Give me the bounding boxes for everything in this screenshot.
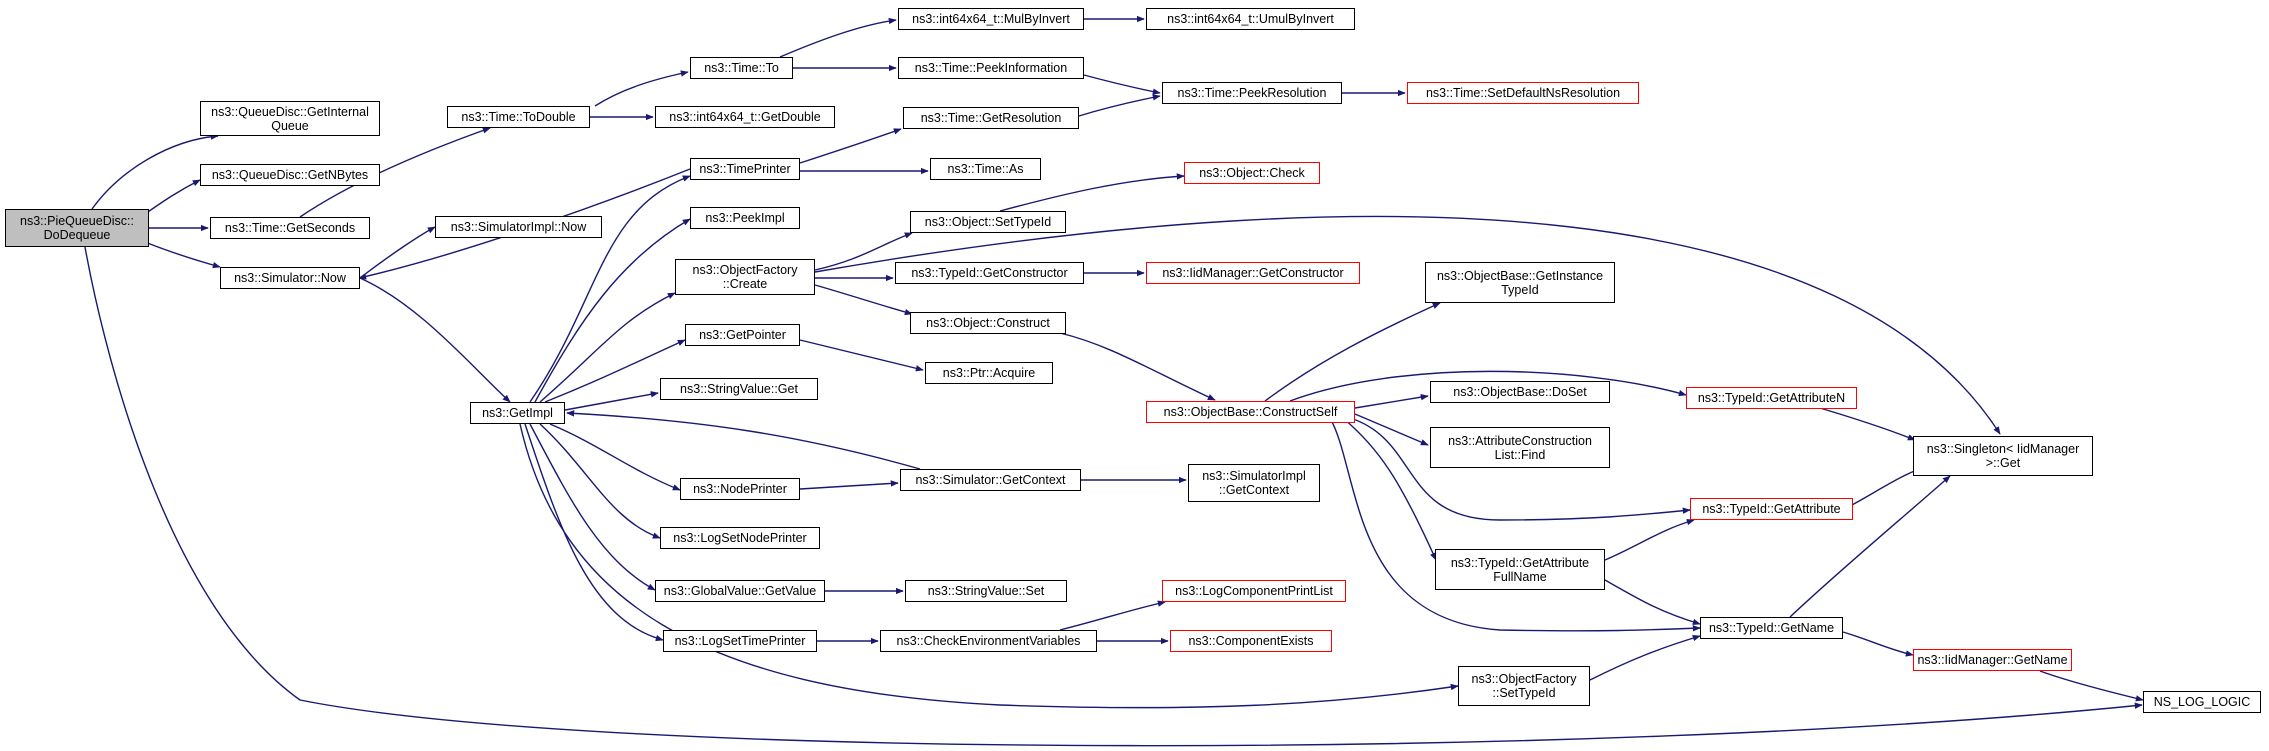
call-edge [1059,332,1216,401]
node-time-setdefaultnsresolution[interactable]: ns3::Time::SetDefaultNsResolution [1407,82,1639,104]
node-singleton-iidmanager-get[interactable]: ns3::Singleton< IidManager >::Get [1913,436,2093,476]
node-iidmanager-getconstructor[interactable]: ns3::IidManager::GetConstructor [1146,262,1360,284]
node-queuedisc-getnbytes[interactable]: ns3::QueueDisc::GetNBytes [200,164,380,186]
call-edge [1289,370,1687,402]
node-ns-log-logic[interactable]: NS_LOG_LOGIC [2143,691,2261,713]
call-edge [814,284,913,316]
node-pie-queue-disc-dodequeue[interactable]: ns3::PieQueueDisc:: DoDequeue [5,209,149,247]
call-edge [1604,518,1695,561]
call-edge [814,215,2001,435]
call-edge [999,173,1185,212]
call-edge [1842,631,1914,657]
node-objectfactory-settypeid[interactable]: ns3::ObjectFactory ::SetTypeId [1458,666,1590,706]
call-edge [1349,417,1691,521]
node-time-todouble[interactable]: ns3::Time::ToDouble [447,106,590,128]
node-peekimpl[interactable]: ns3::PeekImpl [690,207,800,229]
node-simulator-getcontext[interactable]: ns3::Simulator::GetContext [900,469,1081,491]
node-time-to[interactable]: ns3::Time::To [690,57,793,79]
node-objectbase-getinstancetypeid[interactable]: ns3::ObjectBase::GetInstance TypeId [1425,262,1615,303]
call-edge [91,133,219,210]
call-edge [359,226,436,279]
node-logsettimeprinter[interactable]: ns3::LogSetTimePrinter [663,630,817,652]
call-edge [1354,394,1429,409]
node-timeprinter[interactable]: ns3::TimePrinter [690,158,800,180]
node-object-settypeid[interactable]: ns3::Object::SetTypeId [910,211,1066,233]
node-simulatorimpl-getcontext[interactable]: ns3::SimulatorImpl ::GetContext [1188,464,1320,502]
node-typeid-getattributefullname[interactable]: ns3::TypeId::GetAttribute FullName [1435,549,1605,590]
node-nodeprinter[interactable]: ns3::NodePrinter [680,478,800,500]
node-simulator-now[interactable]: ns3::Simulator::Now [220,267,360,289]
call-edge [799,128,902,164]
call-edge [529,423,656,591]
call-edge [524,423,664,642]
call-edge [566,410,921,470]
call-edge [779,17,897,58]
node-componentexists[interactable]: ns3::ComponentExists [1170,630,1332,652]
node-iidmanager-getname[interactable]: ns3::IidManager::GetName [1913,649,2072,671]
call-edge [1329,417,1701,632]
node-stringvalue-get[interactable]: ns3::StringValue::Get [660,378,818,400]
call-edge [2039,670,2144,702]
node-time-getseconds[interactable]: ns3::Time::GetSeconds [210,217,370,239]
call-edge [144,179,201,215]
node-typeid-getattributen[interactable]: ns3::TypeId::GetAttributeN [1686,387,1857,409]
call-edge [529,175,691,403]
call-edge [1604,579,1701,625]
node-getimpl[interactable]: ns3::GetImpl [470,402,565,424]
call-edge [359,277,511,403]
call-edge [1083,74,1161,95]
call-edge [1354,413,1429,446]
call-edge [799,480,899,490]
node-objectfactory-create[interactable]: ns3::ObjectFactory ::Create [675,259,815,295]
call-edge [534,218,691,403]
node-int64x64-umulbyinvert[interactable]: ns3::int64x64_t::UmulByInvert [1146,8,1355,30]
node-object-check[interactable]: ns3::Object::Check [1184,162,1320,184]
node-typeid-getconstructor[interactable]: ns3::TypeId::GetConstructor [895,262,1084,284]
node-stringvalue-set[interactable]: ns3::StringValue::Set [905,580,1067,602]
call-edge [539,292,676,403]
node-checkenvironmentvariables[interactable]: ns3::CheckEnvironmentVariables [880,630,1097,652]
call-edge [1078,94,1161,117]
call-edge [1342,417,1437,561]
call-edge [1589,635,1701,681]
call-edge [84,246,2143,747]
call-edge [799,339,924,372]
call-edge [544,339,686,403]
call-edge [1059,600,1166,631]
call-edge [814,232,913,271]
node-globalvalue-getvalue[interactable]: ns3::GlobalValue::GetValue [655,580,825,602]
node-time-peekinformation[interactable]: ns3::Time::PeekInformation [898,57,1084,79]
node-int64x64-mulbyinvert[interactable]: ns3::int64x64_t::MulByInvert [898,8,1084,30]
call-edge [1789,475,1951,618]
call-edge [549,423,681,491]
node-time-getresolution[interactable]: ns3::Time::GetResolution [903,107,1079,129]
node-object-construct[interactable]: ns3::Object::Construct [910,312,1066,334]
call-edge [144,241,221,269]
node-objectbase-doset[interactable]: ns3::ObjectBase::DoSet [1430,381,1610,403]
node-attributeconstructionlist-find[interactable]: ns3::AttributeConstruction List::Find [1430,427,1610,468]
node-time-peekresolution[interactable]: ns3::Time::PeekResolution [1162,82,1342,104]
call-edge [1819,407,1916,441]
call-edge [539,423,661,539]
node-logsetnodeprinter[interactable]: ns3::LogSetNodePrinter [660,527,820,549]
call-edge [1264,302,1441,402]
node-logcomponentprintlist[interactable]: ns3::LogComponentPrintList [1162,580,1346,602]
node-getpointer[interactable]: ns3::GetPointer [685,324,800,346]
call-edge [519,423,1459,709]
node-ptr-acquire[interactable]: ns3::Ptr::Acquire [925,362,1053,384]
node-typeid-getname[interactable]: ns3::TypeId::GetName [1700,617,1843,639]
node-int64x64-getdouble[interactable]: ns3::int64x64_t::GetDouble [655,106,835,128]
node-typeid-getattribute[interactable]: ns3::TypeId::GetAttribute [1690,498,1853,520]
node-objectbase-constructself[interactable]: ns3::ObjectBase::ConstructSelf [1146,401,1355,423]
call-edge [564,391,659,411]
node-time-as[interactable]: ns3::Time::As [930,158,1041,180]
call-edge [594,70,689,107]
node-queuedisc-getinternalqueue[interactable]: ns3::QueueDisc::GetInternal Queue [200,101,380,136]
node-simulatorimpl-now[interactable]: ns3::SimulatorImpl::Now [435,216,602,238]
